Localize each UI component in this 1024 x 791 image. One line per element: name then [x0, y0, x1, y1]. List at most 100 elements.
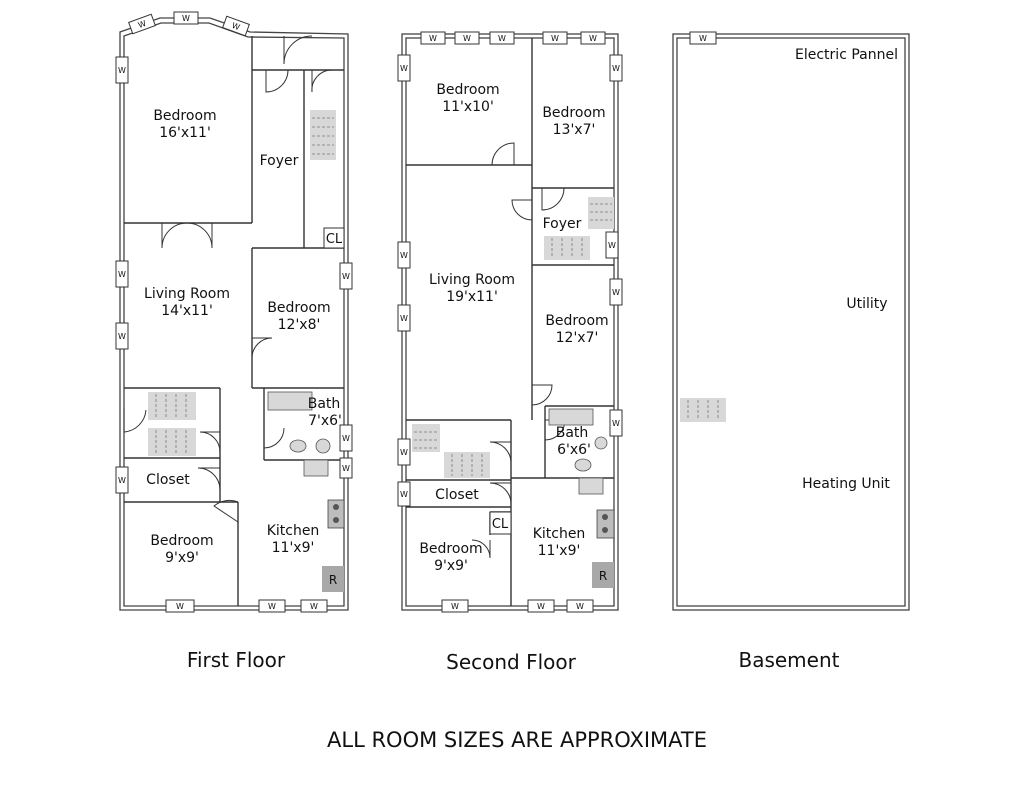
refrigerator-label: R — [329, 573, 337, 587]
kitchen-sink-icon — [578, 477, 604, 495]
first-floor-cl-label: CL — [326, 232, 343, 247]
window-icon: W — [527, 599, 555, 613]
svg-text:W: W — [268, 602, 276, 611]
window-icon: W — [165, 599, 195, 613]
first-floor-stairs — [148, 110, 336, 456]
first-floor-interior-walls — [124, 36, 344, 606]
room-size-living-room: 19'x11' — [446, 289, 498, 305]
first-floor-caption: First Floor — [187, 648, 286, 672]
window-icon: W — [566, 599, 594, 613]
second-floor-stairs — [412, 197, 614, 478]
first-floor-exterior-wall — [119, 17, 349, 611]
window-icon: W — [397, 304, 411, 332]
room-size-kitchen: 11'x9' — [272, 540, 315, 556]
room-size-bath: 7'x6' — [308, 413, 342, 429]
svg-text:W: W — [608, 241, 616, 250]
second-floor-closet-tag — [489, 511, 512, 535]
room-size-bedroom: 9'x9' — [165, 550, 199, 566]
window-icon: W — [339, 262, 353, 290]
second-floor-windows: W W W W W W W W W W W W W W W W W — [397, 31, 623, 613]
svg-text:W: W — [118, 476, 126, 485]
toilet-icon — [594, 436, 608, 450]
basement-stairs — [680, 398, 726, 422]
window-icon: W — [609, 54, 623, 82]
area-electric-panel: Electric Pannel — [795, 47, 898, 63]
window-icon: W — [222, 15, 250, 37]
second-floor-doors — [471, 142, 566, 559]
stove-icon — [596, 509, 615, 539]
svg-text:W: W — [551, 34, 559, 43]
room-name-closet: Closet — [435, 487, 479, 503]
svg-text:W: W — [589, 34, 597, 43]
approximate-sizes-note: ALL ROOM SIZES ARE APPROXIMATE — [327, 728, 707, 752]
svg-text:W: W — [342, 434, 350, 443]
window-icon: W — [609, 278, 623, 306]
second-floor-plan: R CL W W W W W W W W W W W W W W W W W B… — [397, 31, 623, 674]
room-name-bath: Bath — [556, 425, 589, 441]
svg-text:W: W — [118, 332, 126, 341]
window-icon: W — [115, 260, 129, 288]
window-icon: W — [258, 599, 286, 613]
window-icon: W — [115, 466, 129, 494]
svg-text:W: W — [176, 602, 184, 611]
basement-caption: Basement — [738, 648, 839, 672]
room-name-bedroom: Bedroom — [267, 300, 330, 316]
stove-icon — [327, 499, 345, 529]
svg-text:W: W — [537, 602, 545, 611]
svg-text:W: W — [463, 34, 471, 43]
first-floor-kitchen-fixtures: R — [303, 459, 345, 592]
svg-text:W: W — [231, 21, 242, 32]
basement-plan: W Electric Pannel Utility Heating Unit B… — [672, 31, 910, 672]
second-floor-cl-label: CL — [492, 517, 509, 532]
room-size-bedroom: 11'x10' — [442, 99, 494, 115]
svg-text:W: W — [400, 64, 408, 73]
svg-text:W: W — [400, 490, 408, 499]
svg-text:W: W — [612, 288, 620, 297]
room-name-foyer: Foyer — [543, 216, 582, 232]
window-icon: W — [115, 322, 129, 350]
room-name-bedroom: Bedroom — [150, 533, 213, 549]
room-name-bedroom: Bedroom — [419, 541, 482, 557]
room-name-kitchen: Kitchen — [267, 523, 320, 539]
window-icon: W — [542, 31, 568, 45]
room-name-living-room: Living Room — [144, 286, 230, 302]
svg-text:W: W — [182, 14, 190, 23]
kitchen-sink-icon — [303, 459, 329, 477]
area-utility: Utility — [846, 296, 887, 312]
window-icon: W — [454, 31, 480, 45]
window-icon: W — [128, 13, 156, 35]
svg-text:W: W — [118, 270, 126, 279]
basement-exterior-wall — [676, 37, 906, 607]
window-icon: W — [173, 11, 199, 25]
room-name-living-room: Living Room — [429, 272, 515, 288]
second-floor-caption: Second Floor — [446, 650, 576, 674]
first-floor-bath-fixtures — [267, 391, 331, 454]
room-size-bedroom: 9'x9' — [434, 558, 468, 574]
first-floor-plan: R CL W W W W W W W W W W W W W Bedroom 1… — [115, 11, 353, 672]
svg-text:W: W — [342, 464, 350, 473]
window-icon: W — [397, 241, 411, 269]
svg-text:W: W — [576, 602, 584, 611]
window-icon: W — [609, 409, 623, 437]
svg-text:W: W — [429, 34, 437, 43]
room-name-bedroom: Bedroom — [545, 313, 608, 329]
svg-text:W: W — [118, 66, 126, 75]
svg-text:W: W — [498, 34, 506, 43]
window-icon: W — [441, 599, 469, 613]
room-size-bedroom: 13'x7' — [553, 122, 596, 138]
first-floor-closet-tag — [323, 227, 345, 249]
room-size-living-room: 14'x11' — [161, 303, 213, 319]
svg-text:W: W — [310, 602, 318, 611]
window-icon: W — [580, 31, 606, 45]
window-icon: W — [339, 457, 353, 479]
room-size-bedroom: 16'x11' — [159, 125, 211, 141]
room-name-closet: Closet — [146, 472, 190, 488]
window-icon: W — [489, 31, 515, 45]
area-heating-unit: Heating Unit — [802, 476, 890, 492]
window-icon: W — [420, 31, 446, 45]
room-name-bath: Bath — [308, 396, 341, 412]
room-name-bedroom: Bedroom — [542, 105, 605, 121]
svg-text:W: W — [612, 419, 620, 428]
svg-text:W: W — [400, 314, 408, 323]
